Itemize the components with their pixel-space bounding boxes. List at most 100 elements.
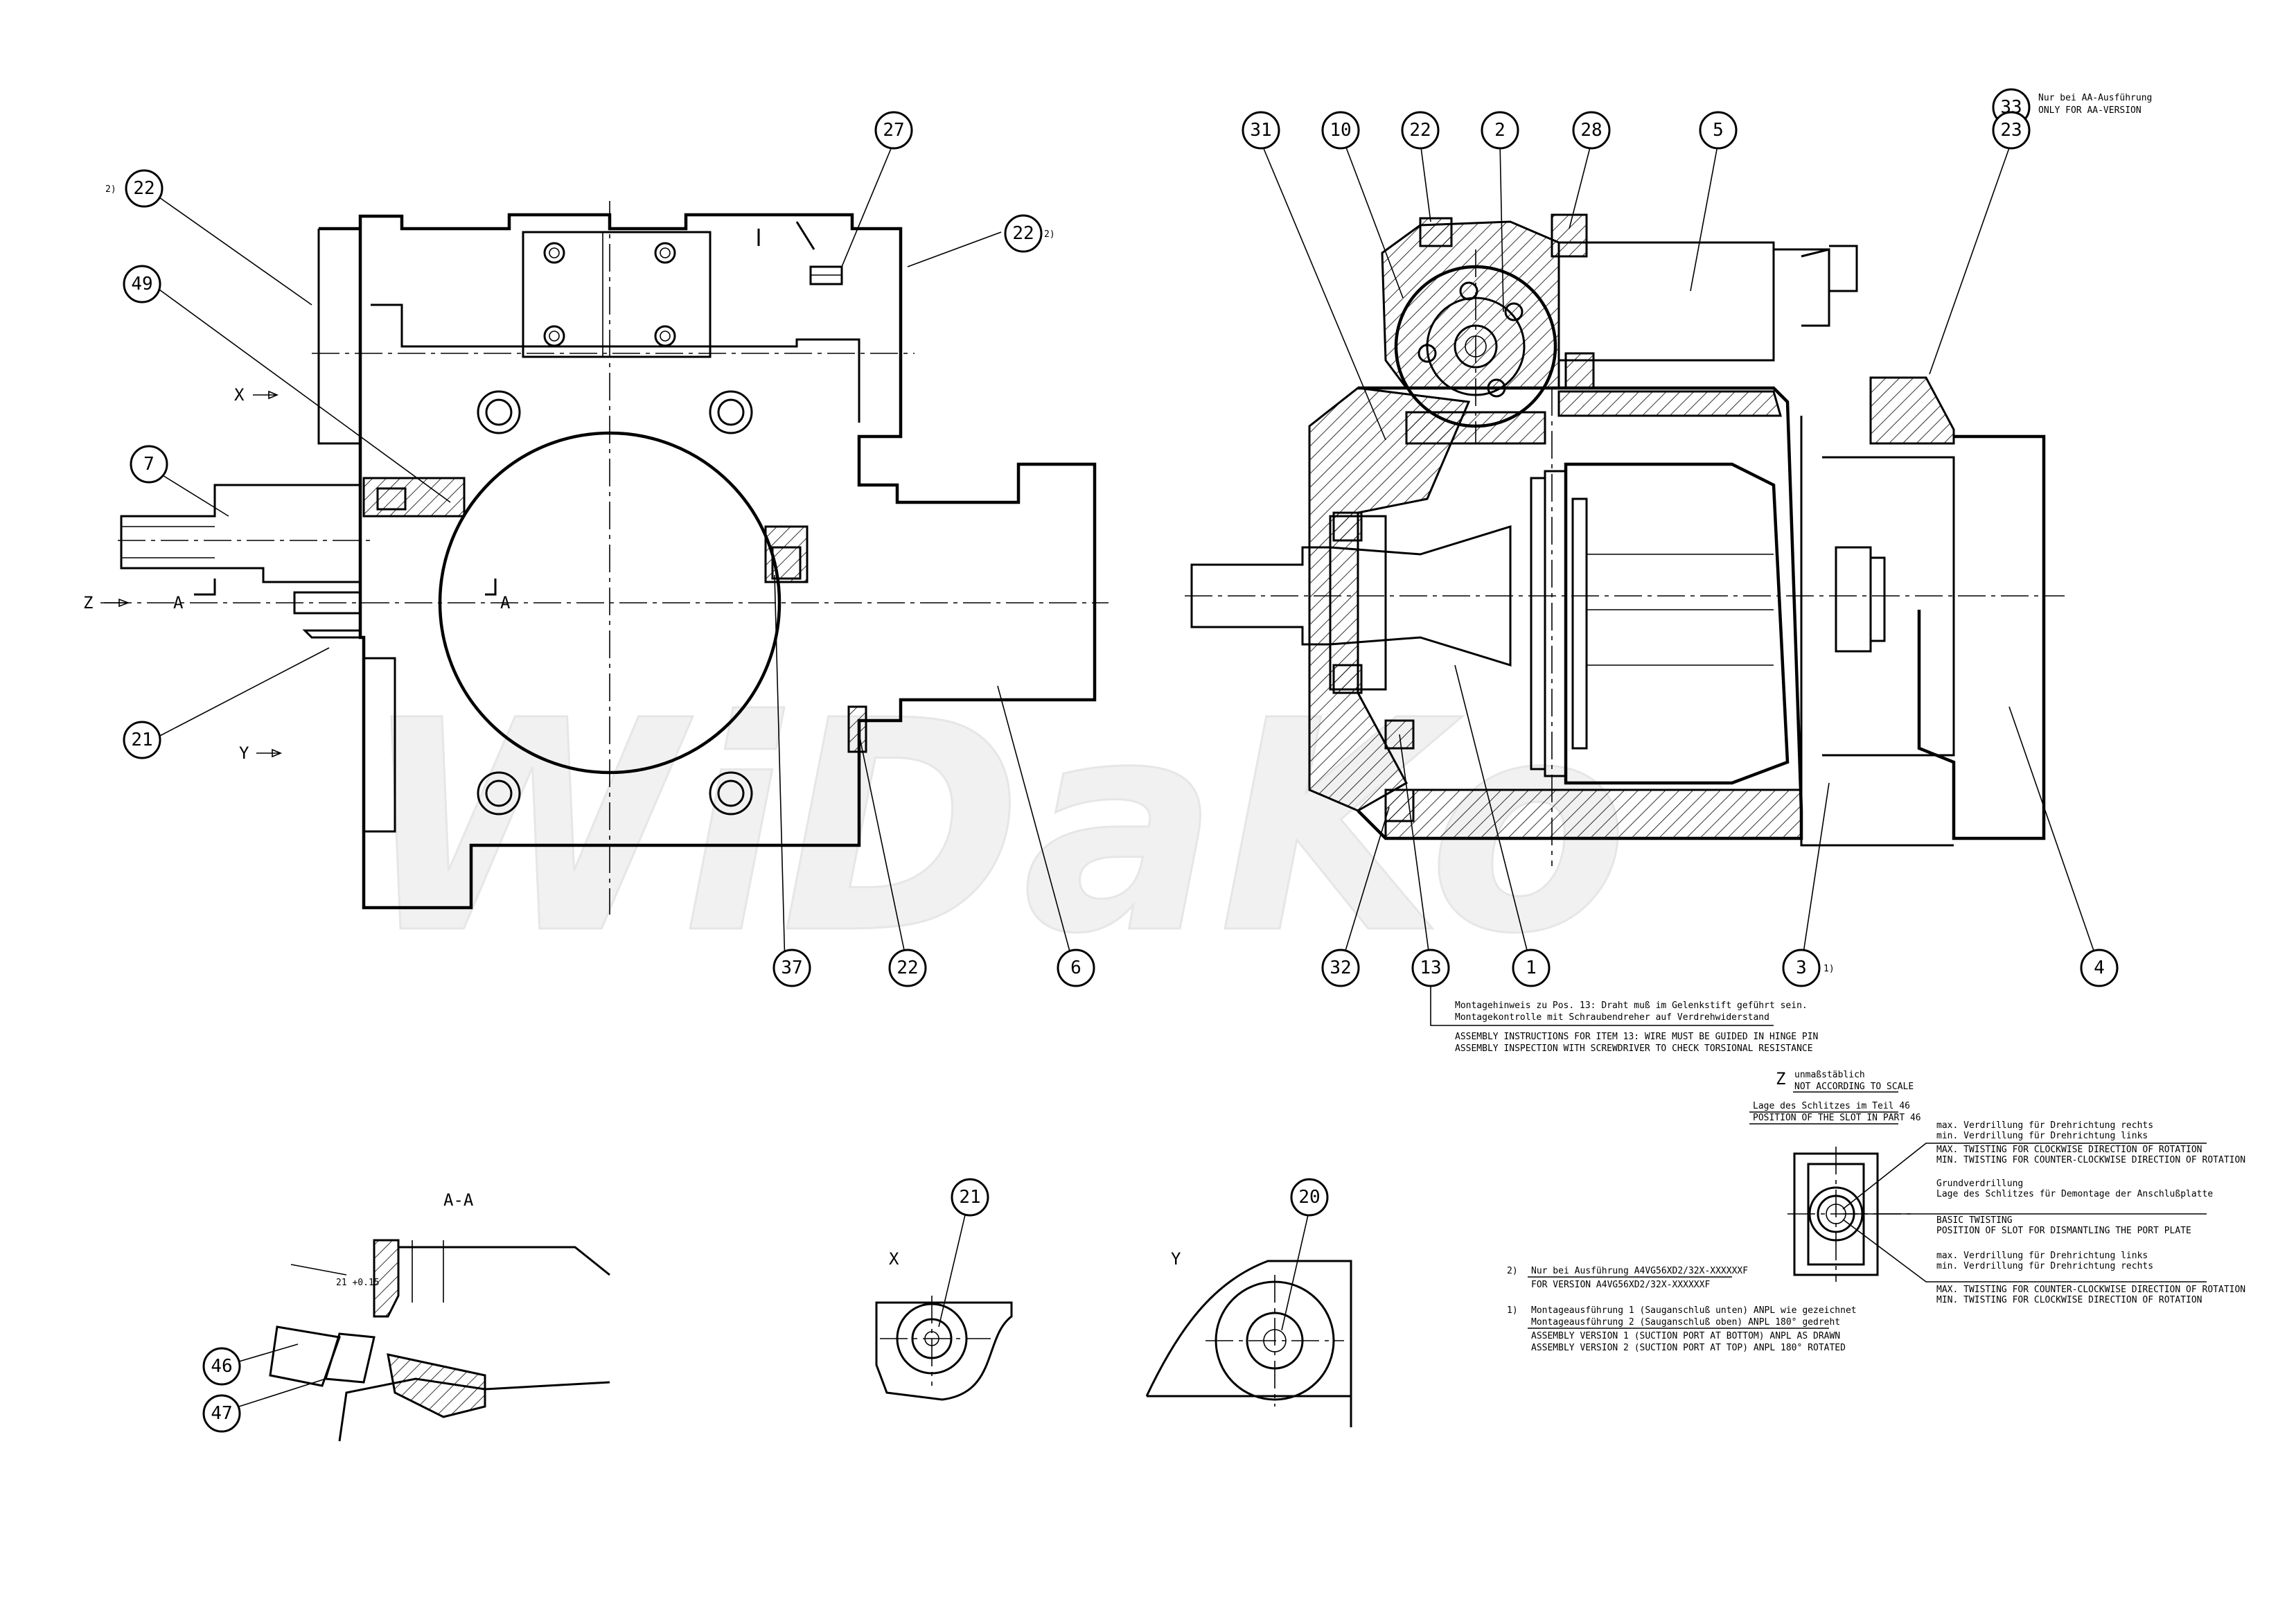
svg-text:22: 22 <box>133 178 154 199</box>
svg-text:POSITION OF SLOT FOR DISMANTLI: POSITION OF SLOT FOR DISMANTLING THE POR… <box>1936 1226 2191 1236</box>
svg-text:ASSEMBLY VERSION 1 (SUCTION PO: ASSEMBLY VERSION 1 (SUCTION PORT AT BOTT… <box>1531 1331 1840 1341</box>
section-aa: A-A 21 +0.15 <box>238 1190 610 1442</box>
view-x-label: X <box>234 385 245 405</box>
svg-text:37: 37 <box>781 958 802 978</box>
svg-text:Nur bei Ausführung A4VG56XD2/3: Nur bei Ausführung A4VG56XD2/32X-XXXXXXF <box>1531 1266 1748 1276</box>
view-z-label: Z <box>83 593 93 612</box>
right-view-section <box>1185 213 2065 866</box>
item-bubble-22-right: 22 <box>1004 214 1043 253</box>
svg-text:2: 2 <box>1494 120 1505 141</box>
svg-text:Y: Y <box>1171 1249 1181 1269</box>
footnote-mark-22-right: 2) <box>1044 229 1055 240</box>
right-view-leaders <box>1260 141 2100 1026</box>
item-bubble-27: 27 <box>874 111 913 150</box>
svg-text:ASSEMBLY INSTRUCTIONS FOR ITEM: ASSEMBLY INSTRUCTIONS FOR ITEM 13: WIRE … <box>1455 1032 1818 1042</box>
z-view-twisting: Z unmaßstäblich NOT ACCORDING TO SCALE L… <box>1749 1069 2245 1305</box>
svg-text:X: X <box>889 1249 899 1269</box>
item-bubble-1: 1 <box>1512 949 1551 987</box>
svg-text:NOT ACCORDING TO SCALE: NOT ACCORDING TO SCALE <box>1794 1082 1914 1092</box>
item-bubble-47: 47 <box>202 1394 241 1433</box>
svg-text:MIN. TWISTING FOR CLOCKWISE DI: MIN. TWISTING FOR CLOCKWISE DIRECTION OF… <box>1936 1295 2202 1305</box>
svg-text:FOR VERSION A4VG56XD2/32X-XXXX: FOR VERSION A4VG56XD2/32X-XXXXXXF <box>1531 1280 1710 1290</box>
item-bubble-46: 46 <box>202 1347 241 1386</box>
svg-text:Montageausführung 2 (Saugansch: Montageausführung 2 (Sauganschluß oben) … <box>1531 1317 1840 1328</box>
svg-text:min. Verdrillung für Drehricht: min. Verdrillung für Drehrichtung links <box>1936 1131 2148 1141</box>
item-bubble-22: 22 <box>1401 111 1440 150</box>
svg-text:47: 47 <box>211 1403 232 1424</box>
detail-y: Y <box>1145 1208 1352 1427</box>
svg-text:22: 22 <box>897 958 918 978</box>
item-bubble-6: 6 <box>1057 949 1095 987</box>
item-bubble-4: 4 <box>2080 949 2119 987</box>
svg-text:max. Verdrillung für Drehricht: max. Verdrillung für Drehrichtung rechts <box>1936 1120 2153 1131</box>
item-bubble-2: 2 <box>1481 111 1519 150</box>
svg-text:max. Verdrillung für Drehricht: max. Verdrillung für Drehrichtung links <box>1936 1251 2148 1261</box>
svg-text:Montageausführung 1 (Saugansch: Montageausführung 1 (Sauganschluß unten)… <box>1531 1305 1857 1316</box>
item-bubble-13: 13 <box>1411 949 1450 987</box>
left-view: X Y Z A A <box>83 201 1109 915</box>
item-bubble-20: 20 <box>1290 1178 1329 1217</box>
svg-text:46: 46 <box>211 1356 232 1377</box>
item-bubble-21-detail: 21 <box>951 1178 989 1217</box>
svg-text:6: 6 <box>1070 958 1081 978</box>
item-bubble-3: 3 <box>1782 949 1821 987</box>
svg-text:23: 23 <box>2000 120 2022 141</box>
aa-version-en: ONLY FOR AA-VERSION <box>2038 105 2142 116</box>
svg-text:Montagekontrolle mit Schrauben: Montagekontrolle mit Schraubendreher auf… <box>1455 1012 1769 1023</box>
footnote-mark-22-top: 2) <box>105 184 116 195</box>
svg-text:10: 10 <box>1330 120 1351 141</box>
svg-text:2): 2) <box>1507 1266 1518 1276</box>
item-bubble-37: 37 <box>772 949 811 987</box>
svg-text:Lage des Schlitzes für Demonta: Lage des Schlitzes für Demontage der Ans… <box>1936 1189 2213 1199</box>
bolt-heads-top <box>543 242 676 347</box>
svg-text:4: 4 <box>2094 958 2105 978</box>
section-aa-title: A-A <box>443 1190 474 1210</box>
svg-text:5: 5 <box>1713 120 1724 141</box>
item-bubble-5: 5 <box>1699 111 1738 150</box>
footnote-mark-3: 1) <box>1823 964 1835 974</box>
view-y-label: Y <box>239 743 249 763</box>
svg-text:27: 27 <box>883 120 904 141</box>
item-bubble-23: 23 <box>1992 111 2031 150</box>
svg-text:ASSEMBLY VERSION 2 (SUCTION PO: ASSEMBLY VERSION 2 (SUCTION PORT AT TOP)… <box>1531 1343 1846 1353</box>
svg-text:31: 31 <box>1250 120 1271 141</box>
item-bubble-28: 28 <box>1572 111 1611 150</box>
svg-text:ASSEMBLY INSPECTION WITH SCREW: ASSEMBLY INSPECTION WITH SCREWDRIVER TO … <box>1455 1043 1813 1054</box>
svg-text:49: 49 <box>131 274 152 294</box>
svg-text:1): 1) <box>1507 1305 1518 1316</box>
footnotes: 2) Nur bei Ausführung A4VG56XD2/32X-XXXX… <box>1507 1266 1857 1353</box>
section-a-left-label: A <box>173 593 184 612</box>
svg-text:MAX. TWISTING FOR CLOCKWISE DI: MAX. TWISTING FOR CLOCKWISE DIRECTION OF… <box>1936 1145 2202 1155</box>
detail-x: X <box>875 1208 1013 1401</box>
svg-text:7: 7 <box>143 454 154 475</box>
svg-text:MAX. TWISTING FOR COUNTER-CLOC: MAX. TWISTING FOR COUNTER-CLOCKWISE DIRE… <box>1936 1285 2245 1295</box>
svg-text:21: 21 <box>131 730 152 750</box>
item-bubble-32: 32 <box>1321 949 1360 987</box>
svg-text:22: 22 <box>1012 223 1034 244</box>
svg-text:Z: Z <box>1776 1069 1785 1088</box>
svg-text:32: 32 <box>1330 958 1351 978</box>
item-bubble-10: 10 <box>1321 111 1360 150</box>
left-view-leaders <box>155 141 1075 967</box>
item-bubble-21: 21 <box>123 721 161 759</box>
svg-text:22: 22 <box>1409 120 1431 141</box>
svg-text:Grundverdrillung: Grundverdrillung <box>1936 1179 2023 1189</box>
svg-text:20: 20 <box>1298 1187 1320 1208</box>
svg-text:28: 28 <box>1580 120 1602 141</box>
item-bubble-22-top: 22 <box>125 169 164 208</box>
svg-text:21: 21 <box>959 1187 980 1208</box>
section-a-right-label: A <box>500 593 511 612</box>
svg-text:min. Verdrillung für Drehricht: min. Verdrillung für Drehrichtung rechts <box>1936 1261 2153 1271</box>
item-bubble-49: 49 <box>123 265 161 303</box>
svg-text:unmaßstäblich: unmaßstäblich <box>1794 1070 1865 1080</box>
svg-text:MIN. TWISTING FOR COUNTER-CLOC: MIN. TWISTING FOR COUNTER-CLOCKWISE DIRE… <box>1936 1155 2245 1165</box>
svg-text:Montagehinweis zu Pos. 13: Dra: Montagehinweis zu Pos. 13: Draht muß im … <box>1455 1000 1808 1011</box>
svg-text:Lage des Schlitzes im Teil 46: Lage des Schlitzes im Teil 46 <box>1753 1101 1910 1111</box>
aa-version-de: Nur bei AA-Ausführung <box>2038 93 2152 103</box>
item-bubble-31: 31 <box>1242 111 1280 150</box>
flange-bolts <box>477 390 753 816</box>
assembly-note-item-13: Montagehinweis zu Pos. 13: Draht muß im … <box>1455 1000 1818 1054</box>
item-bubble-22-bottom: 22 <box>888 949 927 987</box>
item-bubble-7: 7 <box>130 445 168 484</box>
